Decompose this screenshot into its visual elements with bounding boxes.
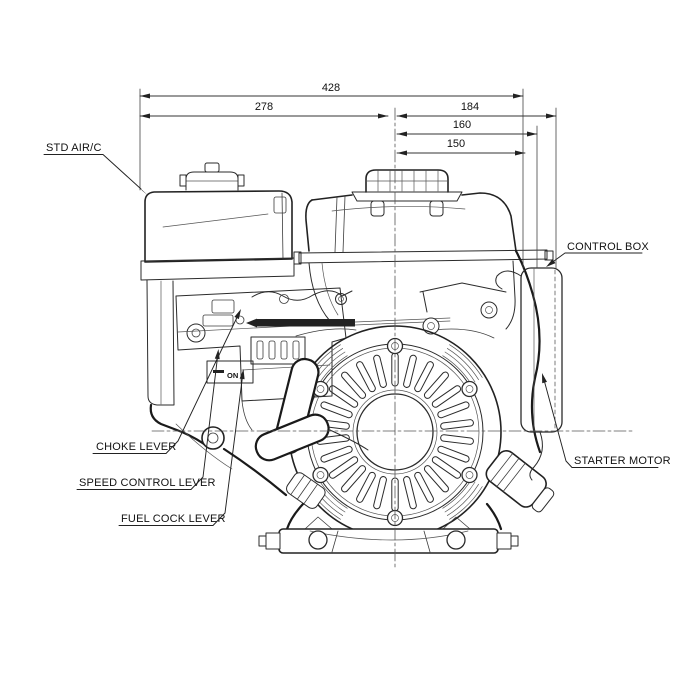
label-starter-motor: STARTER MOTOR: [574, 455, 671, 467]
label-control-box: CONTROL BOX: [567, 241, 649, 253]
dim-right-184: 184: [461, 101, 479, 113]
callout-labels: STD AIR/C CONTROL BOX CHOKE LEVER SPEED …: [43, 142, 671, 526]
carburetor-linkage: ON: [175, 287, 451, 431]
label-speed-control-lever: SPEED CONTROL LEVER: [79, 477, 216, 489]
cylinder-head-area: [419, 249, 542, 454]
centerlines: [151, 107, 633, 571]
dim-overall-428: 428: [322, 82, 340, 94]
fan-cover-bolts: [312, 337, 478, 527]
left-lower-profile: [149, 403, 326, 509]
dim-right-160: 160: [453, 119, 471, 131]
dim-right-150: 150: [447, 138, 465, 150]
fuel-valve-on-marking: ON: [227, 371, 238, 380]
engine-drawing: ON: [140, 162, 563, 554]
shroud-lines: [295, 328, 495, 339]
fuel-tank: [293, 169, 554, 330]
dim-left-278: 278: [255, 101, 273, 113]
dimension-annotations: 428 278 184 160 150: [139, 82, 557, 269]
starter-motor: [485, 450, 555, 513]
air-cleaner: [140, 162, 295, 406]
label-choke-lever: CHOKE LEVER: [96, 441, 176, 453]
recoil-grip: [254, 357, 369, 462]
label-fuel-cock-lever: FUEL COCK LEVER: [121, 513, 226, 525]
mounting-base: [258, 502, 519, 554]
label-std-air-c: STD AIR/C: [46, 142, 102, 154]
control-box: [495, 267, 563, 481]
